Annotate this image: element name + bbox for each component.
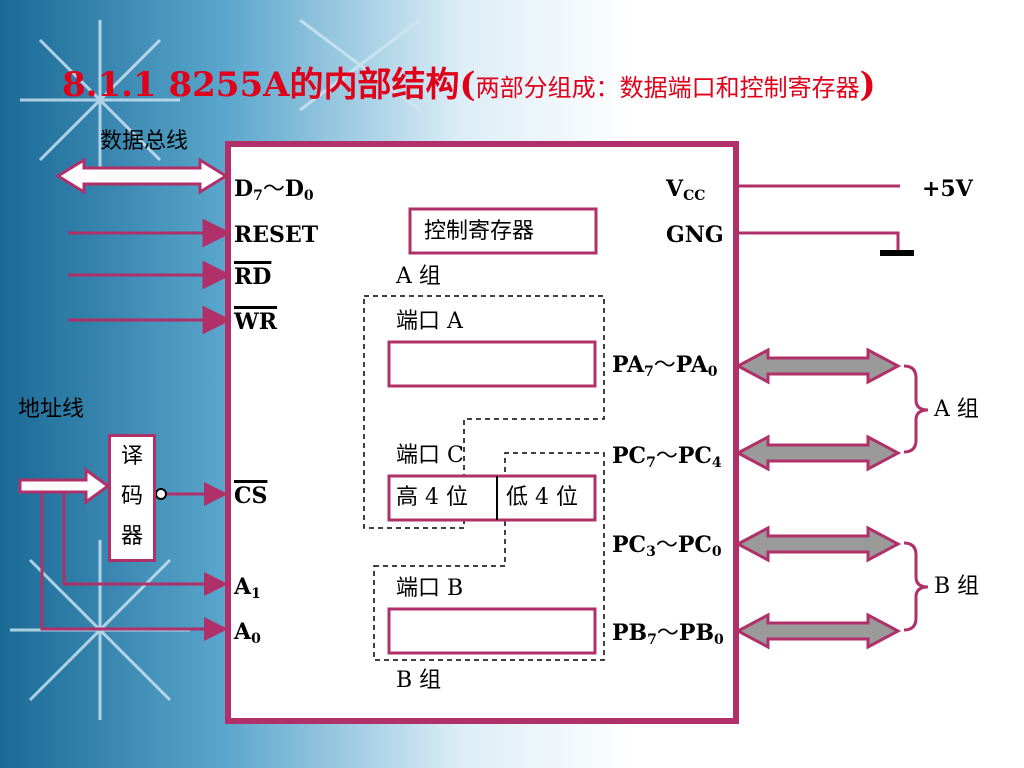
- pin-pclo-text: PC: [612, 532, 647, 558]
- gnd-line: [736, 231, 900, 252]
- pin-pa7-pa0: PA7～PA0: [612, 352, 718, 385]
- pin-pb-text: PB: [612, 620, 648, 646]
- pin-reset: RESET: [234, 222, 319, 248]
- group-a-internal-label: A 组: [396, 264, 441, 289]
- a0-address-line: [40, 492, 208, 631]
- a1-arrow-head: [204, 572, 228, 596]
- title-subtitle: 两部分组成：数据端口和控制寄存器: [475, 74, 860, 102]
- pin-d-text: D: [234, 176, 254, 202]
- pin-vcc: VCC: [666, 176, 705, 209]
- pin-pa-text: PA: [612, 352, 645, 378]
- page-title: 8.1.1 8255A的内部结构(两部分组成：数据端口和控制寄存器): [62, 64, 876, 109]
- port-c-box: [387, 474, 597, 522]
- pa-bidirectional-arrow: [734, 347, 902, 385]
- a0-arrow-head: [204, 617, 228, 641]
- cs-arrow-head: [204, 482, 228, 506]
- pin-pc3-pc0: PC3～PC0: [612, 532, 722, 565]
- group-a-boundary: [363, 295, 605, 529]
- pin-d-text-2: D: [284, 176, 304, 202]
- pin-gnd: GNG: [666, 222, 724, 248]
- pc-low-bidirectional-arrow: [734, 525, 902, 563]
- control-register-box: [408, 207, 598, 255]
- pin-pa-sub1: 7: [644, 364, 654, 380]
- rd-arrow-head: [202, 260, 232, 290]
- group-b-brace: [903, 541, 929, 632]
- a1-address-line: [62, 492, 208, 586]
- port-c-high-label: 高 4 位: [396, 485, 468, 510]
- decoder-char-1: 译: [120, 444, 143, 469]
- wr-arrow-head: [202, 305, 232, 335]
- title-main: 8.1.1 8255A的内部结构(: [62, 65, 476, 105]
- pin-vcc-sub: CC: [683, 188, 706, 204]
- pin-a1: A1: [234, 574, 261, 607]
- pin-pchi-text: PC: [612, 443, 647, 469]
- port-a-box: [387, 340, 597, 388]
- pin-cs: CS: [234, 483, 268, 509]
- port-a-label: 端口 A: [396, 309, 463, 334]
- pin-pclo-sub2: 0: [711, 544, 722, 560]
- pin-d-tilde: ～: [262, 177, 285, 202]
- pin-d-sub2: 0: [303, 188, 314, 204]
- data-bus-label: 数据总线: [100, 129, 189, 154]
- cs-negation-bubble: [155, 488, 167, 500]
- pin-pb-sub1: 7: [647, 632, 657, 648]
- pin-a0: A0: [234, 619, 261, 652]
- ground-symbol: [880, 250, 914, 256]
- group-b-boundary: [373, 452, 605, 661]
- port-b-box: [387, 607, 597, 655]
- pin-pb-tilde: ～: [656, 621, 679, 646]
- reset-arrow-head: [202, 218, 232, 248]
- port-b-label: 端口 B: [396, 576, 464, 601]
- pin-pchi-sub1: 7: [646, 455, 656, 471]
- pin-rd: RD: [234, 264, 272, 290]
- pb-bidirectional-arrow: [734, 612, 902, 650]
- pin-vcc-text: V: [666, 176, 684, 202]
- pin-pclo-text-2: PC: [677, 532, 712, 558]
- pin-pb7-pb0: PB7～PB0: [612, 620, 724, 653]
- pin-d-sub1: 7: [253, 188, 263, 204]
- pin-pclo-sub1: 3: [646, 544, 656, 560]
- pin-pchi-sub2: 4: [711, 455, 722, 471]
- pin-a0-text: A: [234, 619, 252, 645]
- pin-pclo-tilde: ～: [655, 533, 678, 558]
- pin-a0-sub: 0: [251, 631, 261, 647]
- decoder-box: 译 码 器: [108, 434, 156, 562]
- pin-a1-text: A: [234, 574, 252, 600]
- port-c-low-label: 低 4 位: [506, 485, 578, 510]
- decoder-char-2: 码: [120, 484, 143, 509]
- pin-pc7-pc4: PC7～PC4: [612, 443, 722, 476]
- pin-pchi-tilde: ～: [655, 444, 678, 469]
- pin-d7-d0: D7～D0: [234, 176, 314, 209]
- control-register-label: 控制寄存器: [424, 219, 535, 244]
- port-c-label: 端口 C: [396, 443, 464, 468]
- decoder-char-3: 器: [120, 524, 143, 549]
- group-b-external-label: B 组: [934, 574, 980, 599]
- title-close-paren: ): [859, 65, 876, 105]
- pin-pb-text-2: PB: [678, 620, 715, 646]
- group-a-external-label: A 组: [934, 397, 979, 422]
- pin-pa-tilde: ～: [653, 353, 676, 378]
- address-line-label: 地址线: [18, 397, 85, 422]
- pc-high-bidirectional-arrow: [734, 434, 902, 472]
- group-a-brace: [903, 364, 929, 454]
- group-b-internal-label: B 组: [396, 668, 442, 693]
- pin-pa-text-2: PA: [675, 352, 708, 378]
- plus-5v-label: +5V: [922, 176, 973, 202]
- data-bus-arrow: [55, 157, 229, 195]
- pin-a1-sub: 1: [251, 586, 261, 602]
- pin-pchi-text-2: PC: [677, 443, 712, 469]
- decoder-input-arrow: [18, 467, 111, 505]
- pin-wr: WR: [234, 309, 277, 335]
- pin-pb-sub2: 0: [714, 632, 724, 648]
- pin-pa-sub2: 0: [707, 364, 718, 380]
